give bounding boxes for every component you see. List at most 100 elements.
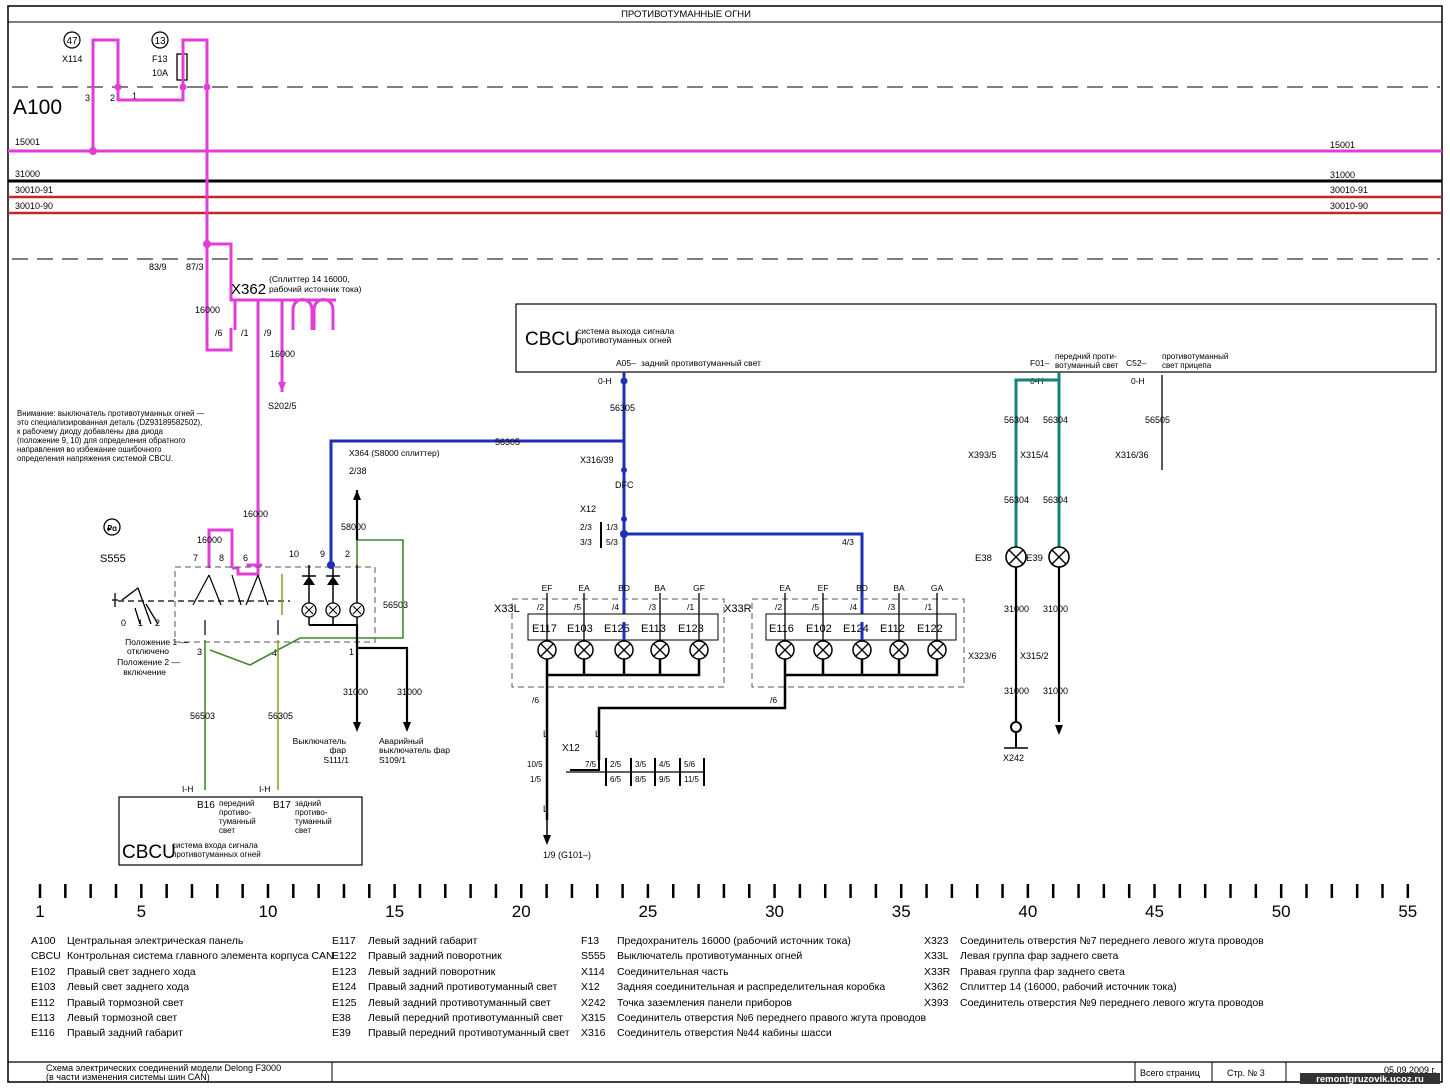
wire-label: 31000 (1043, 686, 1068, 696)
wire-label: 16000 (243, 509, 268, 519)
pin-a05: A05– (616, 358, 636, 368)
lamp-pin: /5 (574, 602, 581, 612)
switch-position: 2 (155, 618, 160, 628)
wire-56503 (204, 539, 404, 790)
x12-pin: 10/5 (527, 760, 543, 769)
legend-description: Задняя соединительная и распределительна… (617, 981, 886, 994)
legend-description: Правый задний поворотник (368, 950, 502, 963)
bus-label-left: 15001 (15, 137, 40, 147)
ref-label: Аварийный (379, 736, 424, 746)
ref-label: выключатель фар (379, 745, 450, 755)
wire-ref: 2/38 (349, 466, 367, 476)
ruler-label: 45 (1145, 902, 1164, 921)
diode-icon (303, 576, 315, 585)
panel-label: A100 (13, 96, 62, 119)
switch-symbol-text: ₽ɑ (107, 524, 117, 533)
splitter-desc: (Сплиттер 14 16000, (269, 274, 350, 284)
legend-code: E123 (332, 965, 357, 978)
splitter-arc (291, 298, 314, 330)
legend-code: X362 (924, 981, 949, 994)
note-line: определения напряжения системой CBCU. (17, 454, 173, 463)
switch-pin: 4 (272, 648, 277, 658)
arrow-head (278, 382, 286, 392)
f13-label: F13 (152, 54, 168, 64)
switch-pin: 2 (345, 549, 350, 559)
legend-description: Правый тормозной свет (67, 996, 184, 1009)
pin-b17-desc: противо- (295, 808, 328, 817)
wire-label: 31000 (1043, 604, 1068, 614)
pin-b16: B16 (197, 800, 215, 811)
switch-id: S555 (100, 553, 126, 565)
lamp-code: BD (618, 583, 630, 593)
lamp-label: E125 (604, 623, 630, 635)
legend-code: X242 (581, 996, 606, 1009)
cbcu-output-box (515, 303, 1437, 373)
arrow-head (1055, 725, 1063, 735)
x114-pin: 3 (85, 93, 90, 103)
switch-pin: 3 (197, 647, 202, 657)
footer-page: Стр. № 3 (1227, 1068, 1265, 1078)
switch-pin: 9 (320, 549, 325, 559)
junction-dot (114, 83, 122, 91)
switch-pos2-label: включение (123, 667, 166, 677)
connector-pin: 2/3 (580, 522, 592, 532)
ground-point-icon (1010, 721, 1022, 733)
legend-code: X114 (581, 965, 605, 978)
legend-code: A100 (31, 935, 56, 947)
pink-junctions (89, 83, 286, 392)
footer-total-pages: Всего страниц (1140, 1068, 1200, 1078)
pin-b16-desc: туманный (219, 817, 256, 826)
x33r-housing (751, 598, 965, 688)
bus-label-right: 30010-91 (1330, 185, 1368, 195)
arrow-head (353, 490, 361, 500)
note-line: к рабочему диоду добавлены два диода (17, 427, 164, 436)
footer-model: (в части изменения системы шин CAN) (46, 1072, 210, 1082)
splitter-pin: 87/3 (186, 262, 204, 272)
blue-wiring (329, 372, 864, 622)
page-frame (7, 5, 1443, 1083)
pin-b17: B17 (273, 800, 291, 811)
x12-pin: 1/5 (530, 775, 542, 784)
legend-code: E117 (332, 935, 356, 947)
cbcu-input-module: CBCU система входа сигнала противотуманн… (118, 784, 363, 866)
wire-16000 (246, 330, 260, 567)
legend-description: Контрольная система главного элемента ко… (67, 950, 334, 963)
junction-dot (179, 83, 187, 91)
x33l-id: X33L (494, 603, 520, 615)
legend-code: E103 (31, 981, 56, 994)
splitter-id: X362 (231, 281, 266, 298)
splitter-pin: /6 (215, 328, 223, 338)
wire-56305 (329, 439, 624, 567)
legend-description: Правый задний противотуманный свет (368, 981, 558, 994)
front-fog-circuit: E38 E39 56304 56304 56304 56304 31000 31… (968, 372, 1170, 763)
connector-label: 0-H (1131, 376, 1145, 386)
pin-f01-desc: передний проти- (1055, 352, 1117, 361)
wire-label: 16000 (195, 305, 220, 315)
lamp-label: E116 (769, 623, 794, 635)
ref-label: Выключатель (293, 736, 347, 746)
x12-grid-pin: 8/5 (635, 775, 647, 784)
x12-grid-pin: 9/5 (659, 775, 671, 784)
lamp-code: EF (542, 583, 553, 593)
connector-pin: 5/3 (606, 537, 618, 547)
lamp-code: EA (779, 583, 791, 593)
lamp-code: GA (931, 583, 944, 593)
switch-housing (174, 566, 376, 643)
wire-56304 (1014, 372, 1061, 548)
wire-label: 31000 (1004, 604, 1029, 614)
switch-s555: ₽ɑ S555 16000 16000 58000 56503 7 8 6 10… (100, 509, 408, 677)
splitter-pin: /1 (241, 328, 249, 338)
lamp-pin: /4 (612, 602, 619, 612)
switch-pos1-label: Положение 1 — (125, 637, 188, 647)
legend-description: Правый задний габарит (67, 1027, 183, 1040)
